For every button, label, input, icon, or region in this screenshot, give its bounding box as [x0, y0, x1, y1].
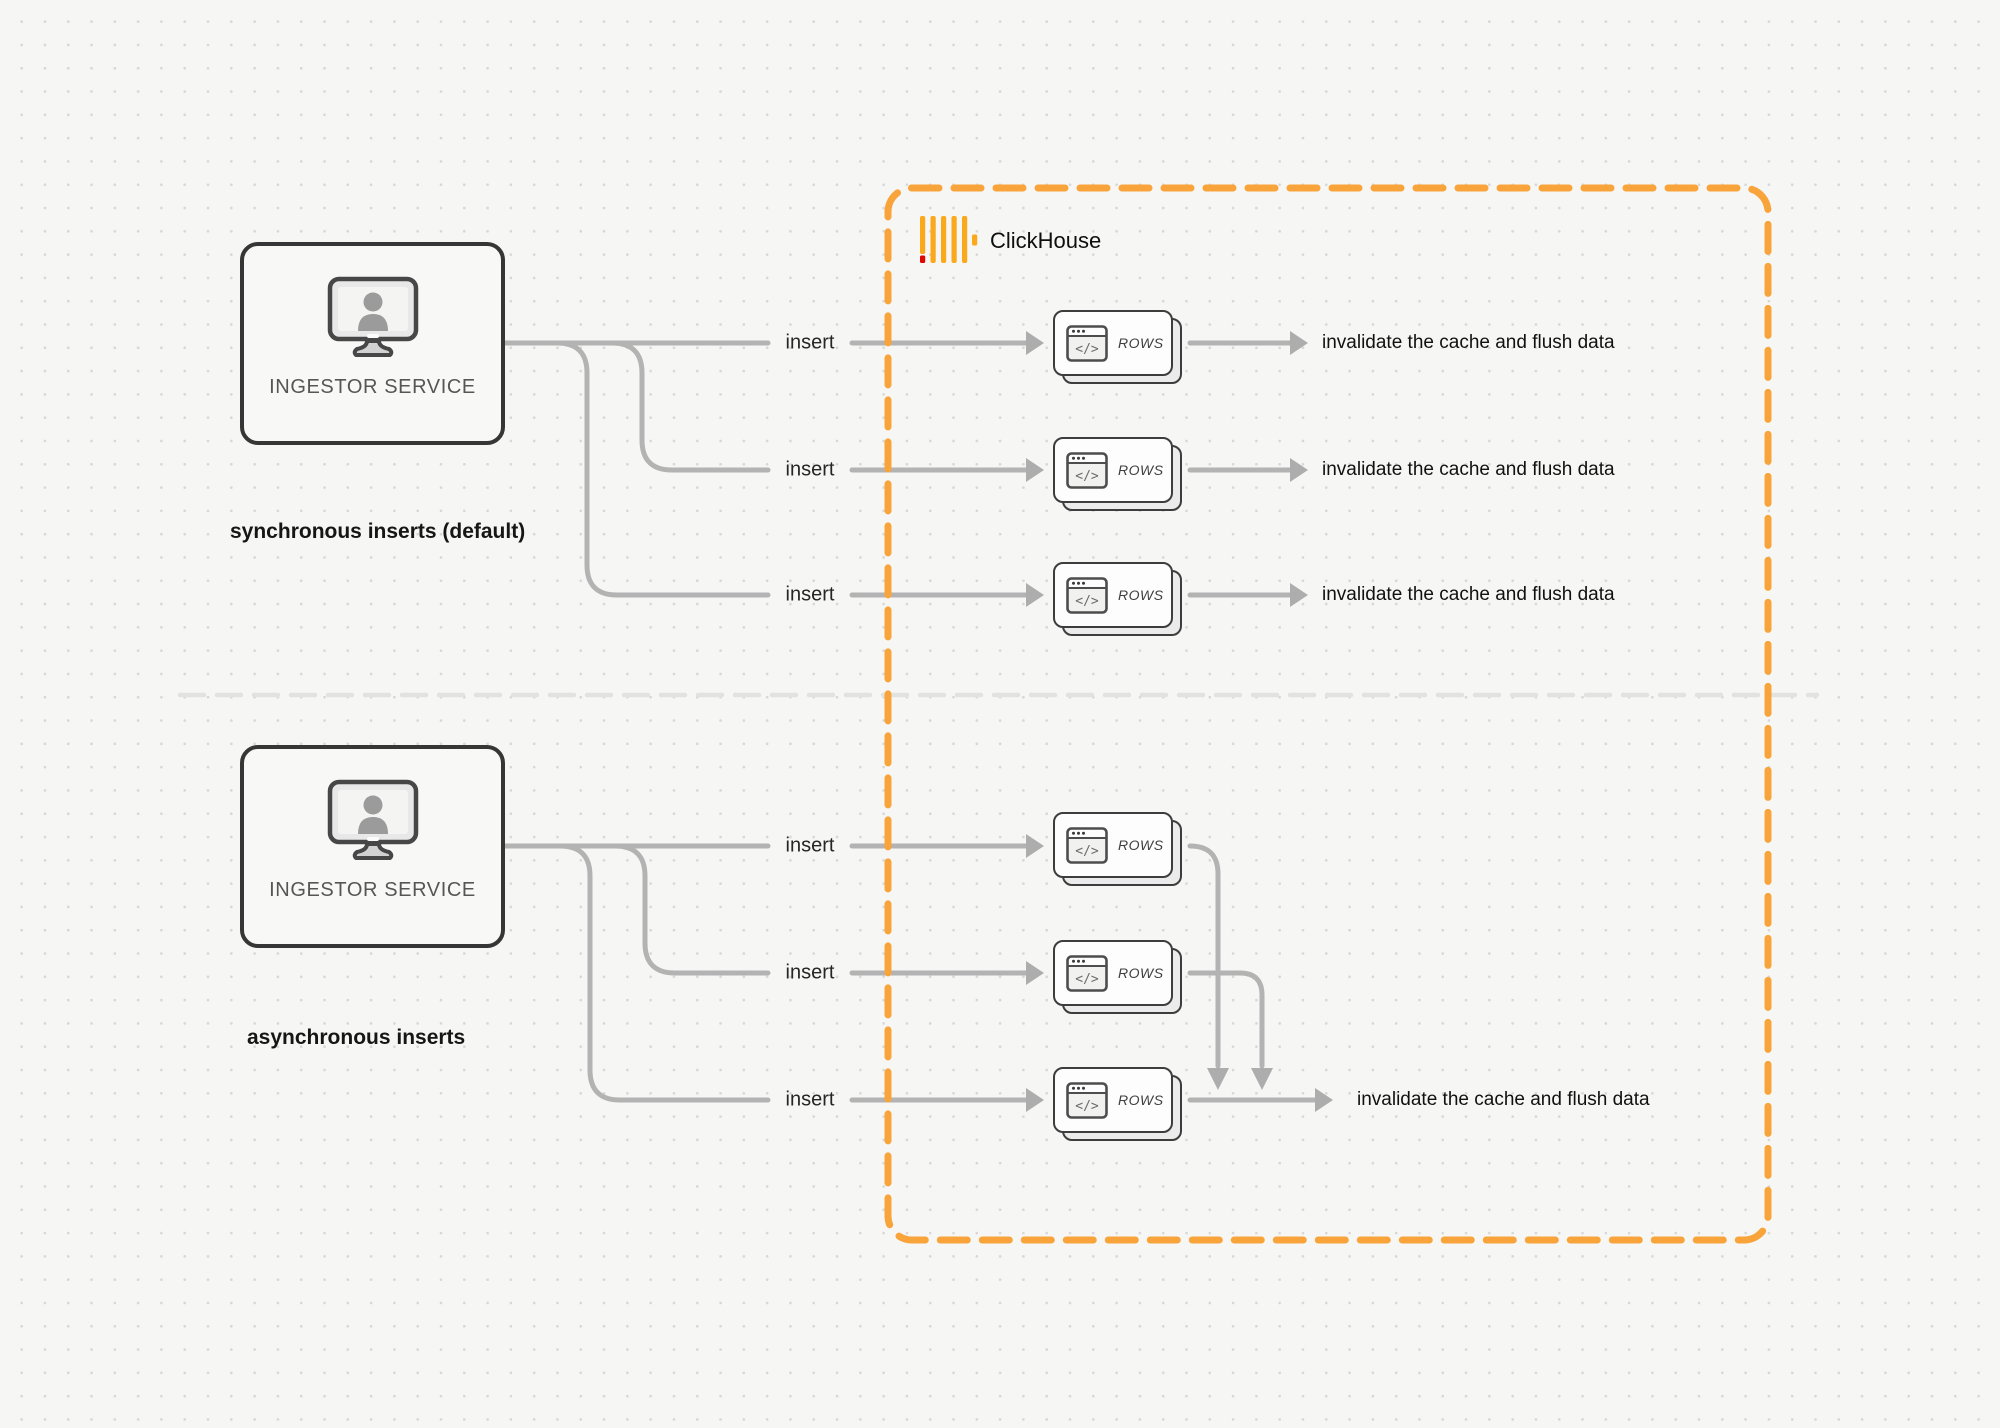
- insert-label: insert: [785, 961, 835, 984]
- async-caption: asynchronous inserts: [247, 1026, 466, 1049]
- code-window-icon: </>: [1066, 826, 1108, 864]
- svg-text:</>: </>: [1075, 972, 1099, 987]
- rows-card-label: ROWS: [1118, 335, 1164, 351]
- invalidate-label: invalidate the cache and flush data: [1322, 584, 1615, 605]
- svg-text:</>: </>: [1075, 342, 1099, 357]
- rows-card: </> ROWS: [1053, 562, 1183, 638]
- rows-card-front: </> ROWS: [1053, 310, 1173, 376]
- clickhouse-boundary: [884, 184, 1772, 1244]
- invalidate-label: invalidate the cache and flush data: [1322, 332, 1615, 353]
- insert-flow-lines: [502, 340, 1318, 1103]
- svg-text:</>: </>: [1075, 844, 1099, 859]
- rows-card-front: </> ROWS: [1053, 562, 1173, 628]
- svg-text:</>: </>: [1075, 1099, 1099, 1114]
- ingestor-service-box-sync: INGESTOR SERVICE: [240, 242, 505, 445]
- code-window-icon: </>: [1066, 576, 1108, 614]
- insert-label: insert: [785, 331, 835, 354]
- rows-card-label: ROWS: [1118, 965, 1164, 981]
- insert-label: insert: [785, 834, 835, 857]
- arrowheads: [1026, 331, 1333, 1112]
- code-window-icon: </>: [1066, 451, 1108, 489]
- svg-text:</>: </>: [1075, 469, 1099, 484]
- rows-card-front: </> ROWS: [1053, 437, 1173, 503]
- invalidate-label: invalidate the cache and flush data: [1357, 1089, 1650, 1110]
- rows-card-label: ROWS: [1118, 837, 1164, 853]
- rows-card-front: </> ROWS: [1053, 812, 1173, 878]
- invalidate-label: invalidate the cache and flush data: [1322, 459, 1615, 480]
- svg-text:</>: </>: [1075, 594, 1099, 609]
- clickhouse-title: ClickHouse: [990, 228, 1102, 253]
- code-window-icon: </>: [1066, 324, 1108, 362]
- insert-label: insert: [785, 1088, 835, 1111]
- rows-card: </> ROWS: [1053, 310, 1183, 386]
- insert-label: insert: [785, 458, 835, 481]
- rows-card: </> ROWS: [1053, 940, 1183, 1016]
- rows-card-front: </> ROWS: [1053, 940, 1173, 1006]
- sync-caption: synchronous inserts (default): [230, 520, 526, 543]
- clickhouse-logo-icon: [920, 216, 978, 263]
- ingestor-service-label: INGESTOR SERVICE: [269, 879, 476, 901]
- rows-card-label: ROWS: [1118, 587, 1164, 603]
- rows-card-label: ROWS: [1118, 462, 1164, 478]
- monitor-user-icon: [327, 276, 418, 357]
- rows-card: </> ROWS: [1053, 812, 1183, 888]
- code-window-icon: </>: [1066, 954, 1108, 992]
- ingestor-service-box-async: INGESTOR SERVICE: [240, 745, 505, 948]
- ingestor-service-label: INGESTOR SERVICE: [269, 376, 476, 398]
- rows-card-front: </> ROWS: [1053, 1067, 1173, 1133]
- rows-card: </> ROWS: [1053, 1067, 1183, 1143]
- monitor-user-icon: [327, 779, 418, 860]
- rows-card: </> ROWS: [1053, 437, 1183, 513]
- code-window-icon: </>: [1066, 1081, 1108, 1119]
- insert-label: insert: [785, 583, 835, 606]
- rows-card-label: ROWS: [1118, 1092, 1164, 1108]
